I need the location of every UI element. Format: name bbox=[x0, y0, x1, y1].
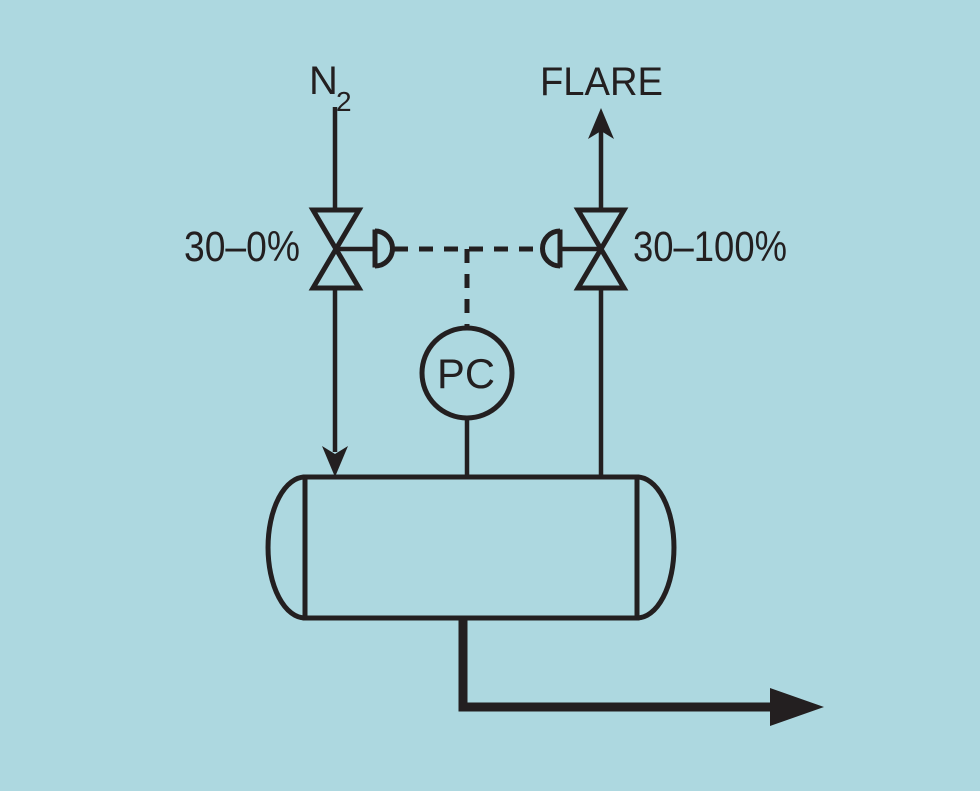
left-valve-range-label: 30–0% bbox=[184, 223, 300, 271]
vessel-right-cap bbox=[636, 474, 677, 621]
n2-control-valve-icon bbox=[308, 207, 364, 291]
right-diaphragm-actuator-icon bbox=[540, 228, 563, 269]
n2-feed-arrowhead-icon bbox=[322, 446, 348, 477]
outlet-arrowhead-icon bbox=[770, 688, 824, 726]
n2-label: N bbox=[309, 59, 338, 103]
vessel-left-cap bbox=[265, 474, 306, 621]
flare-arrowhead-icon bbox=[588, 108, 614, 139]
page-margin-strip bbox=[0, 791, 980, 796]
vessel-body bbox=[302, 474, 640, 621]
outlet-line bbox=[458, 618, 772, 712]
left-diaphragm-actuator-icon bbox=[372, 228, 395, 269]
n2-subscript-label: 2 bbox=[336, 86, 352, 117]
flare-control-valve-icon bbox=[573, 207, 629, 291]
flare-label: FLARE bbox=[540, 60, 663, 104]
controller-tag-label: PC bbox=[437, 350, 495, 397]
right-valve-range-label: 30–100% bbox=[633, 223, 787, 271]
